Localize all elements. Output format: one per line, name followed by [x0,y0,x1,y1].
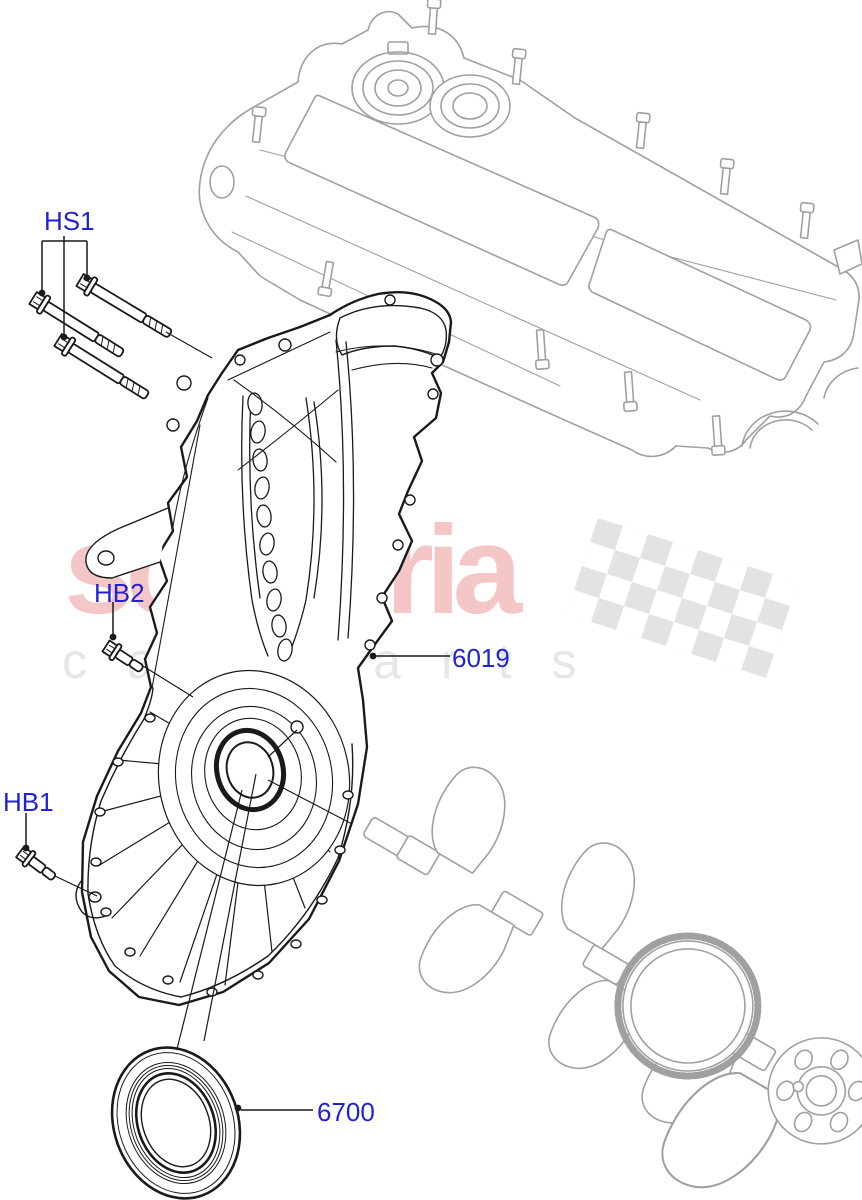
timing-cover-drawing [75,291,453,1007]
hb1-bolt-icon [15,845,57,881]
leader-lines [22,236,450,1112]
seal-bore-icon [213,727,287,813]
hs1-bolt-icon [28,291,125,358]
cover-stud-icon [251,0,815,240]
callout-hb2[interactable]: HB2 [94,578,145,608]
cover-bolt-icon [317,260,726,457]
callout-hb1[interactable]: HB1 [3,787,54,817]
checkered-flag-icon [566,518,798,678]
camshaft-cover-drawing [198,0,862,458]
crankshaft-drawing [363,756,862,1200]
crank-gear-icon [614,932,762,1080]
callout-6019[interactable]: 6019 [452,643,510,673]
crank-flange-icon [767,1037,862,1145]
oil-cap-icon [351,41,511,138]
cover-bolt-holes [90,294,444,997]
hb2-bolt-icon [101,639,144,673]
front-seal-drawing [110,1046,242,1200]
callout-hs1[interactable]: HS1 [44,206,95,236]
timing-chain-icon [241,339,355,662]
callout-6700[interactable]: 6700 [317,1097,375,1127]
